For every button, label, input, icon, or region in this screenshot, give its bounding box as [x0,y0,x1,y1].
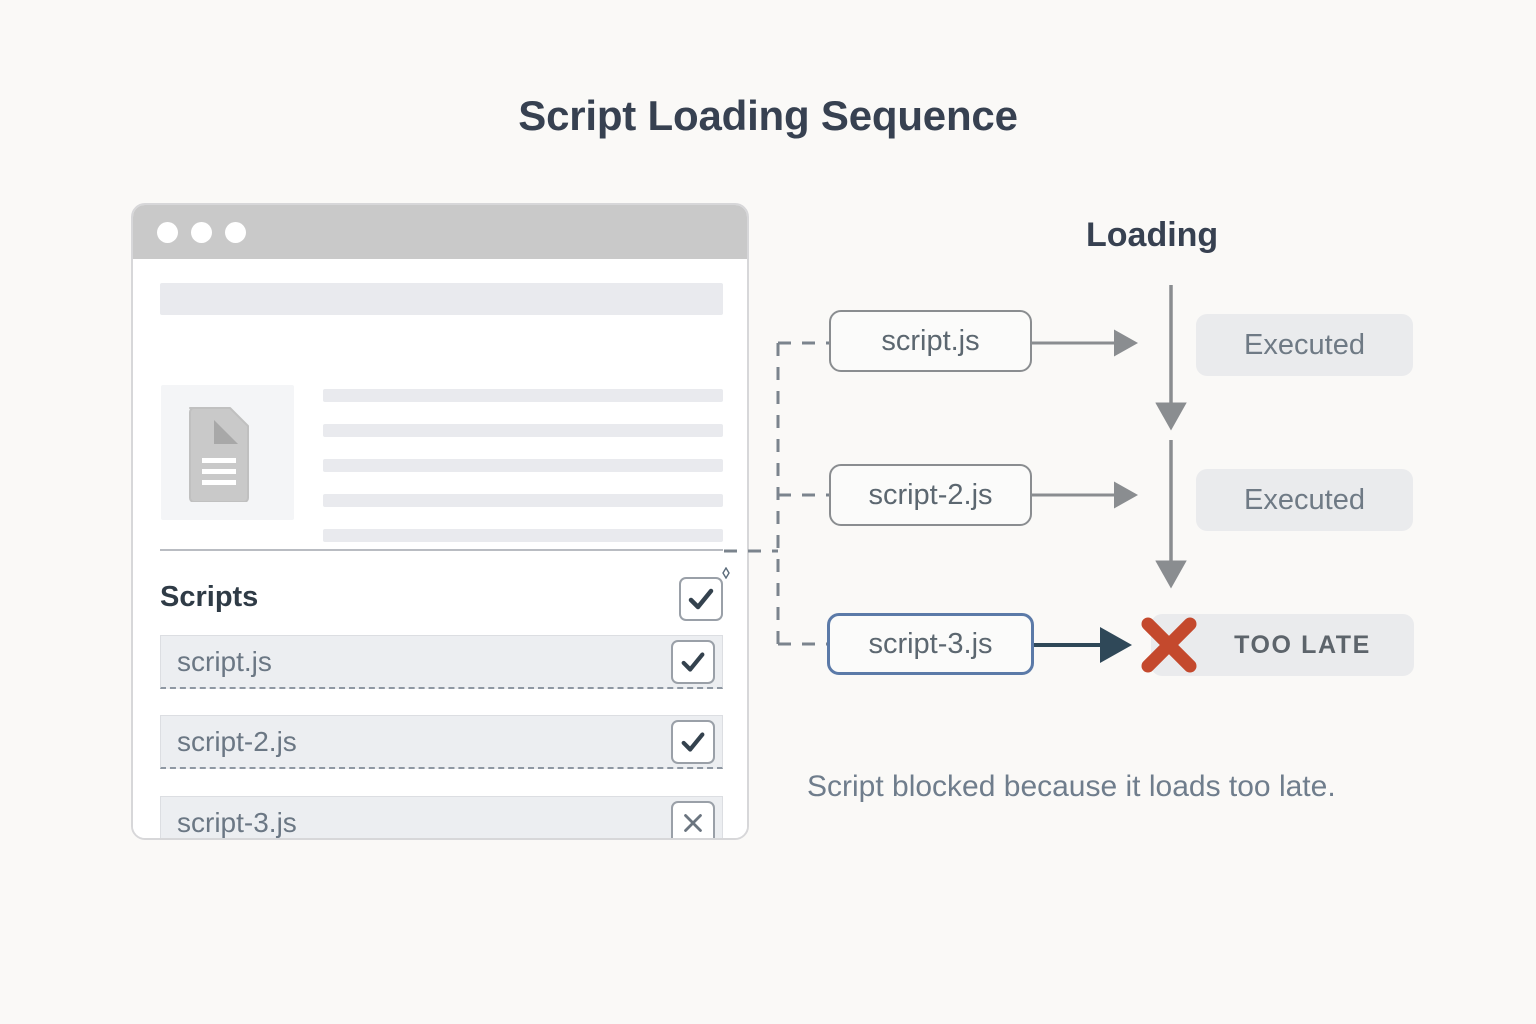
sparkle-marker-icon [720,567,732,579]
window-dot-maximize-icon [225,221,246,243]
script-row-label: script-3.js [177,806,297,838]
browser-content: Scripts script.js [133,259,747,838]
text-line [323,459,723,472]
page-title: Script Loading Sequence [518,92,1018,139]
script-row[interactable]: script-3.js [160,796,723,838]
text-line [323,494,723,507]
text-line [323,529,723,542]
flow-node-script[interactable]: script-2.js [829,464,1032,526]
caption-text: Script blocked because it loads too late… [807,770,1336,803]
document-icon [186,404,252,502]
status-badge-executed: Executed [1196,469,1413,531]
scripts-heading: Scripts [160,581,259,613]
window-dot-close-icon [157,221,178,243]
section-divider [160,549,723,551]
flow-node-label: script-2.js [868,478,993,511]
script-row-label: script.js [177,645,272,677]
flow-node-label: script-3.js [868,627,993,660]
flow-node-script-highlighted[interactable]: script-3.js [827,613,1034,675]
scripts-master-checkbox[interactable] [679,567,730,621]
x-icon [1136,612,1202,678]
loading-timeline-label: Loading [1086,216,1219,254]
script-row-checkbox[interactable] [671,639,715,684]
status-badge-label: TOO LATE [1234,630,1371,659]
script-row-checkbox[interactable] [671,719,715,764]
script-row[interactable]: script-2.js [160,715,723,769]
browser-window-mockup: Scripts script.js [131,203,749,840]
check-icon [681,731,705,752]
text-line-placeholders [323,389,723,564]
script-row-checkbox[interactable] [671,800,715,838]
hero-placeholder-bar [160,283,723,315]
browser-titlebar [133,205,747,259]
status-badge-label: Executed [1244,328,1365,361]
flow-node-script[interactable]: script.js [829,310,1032,372]
window-dot-minimize-icon [191,221,212,243]
script-row[interactable]: script.js [160,635,723,689]
text-line [323,389,723,402]
check-icon [688,588,714,610]
thumbnail-placeholder [161,385,294,520]
status-badge-executed: Executed [1196,314,1413,376]
script-row-label: script-2.js [177,725,297,757]
text-line [323,424,723,437]
scripts-header: Scripts [160,567,730,625]
flow-node-label: script.js [881,324,980,357]
status-badge-label: Executed [1244,483,1365,516]
cross-icon [684,813,702,832]
check-icon [681,651,705,672]
